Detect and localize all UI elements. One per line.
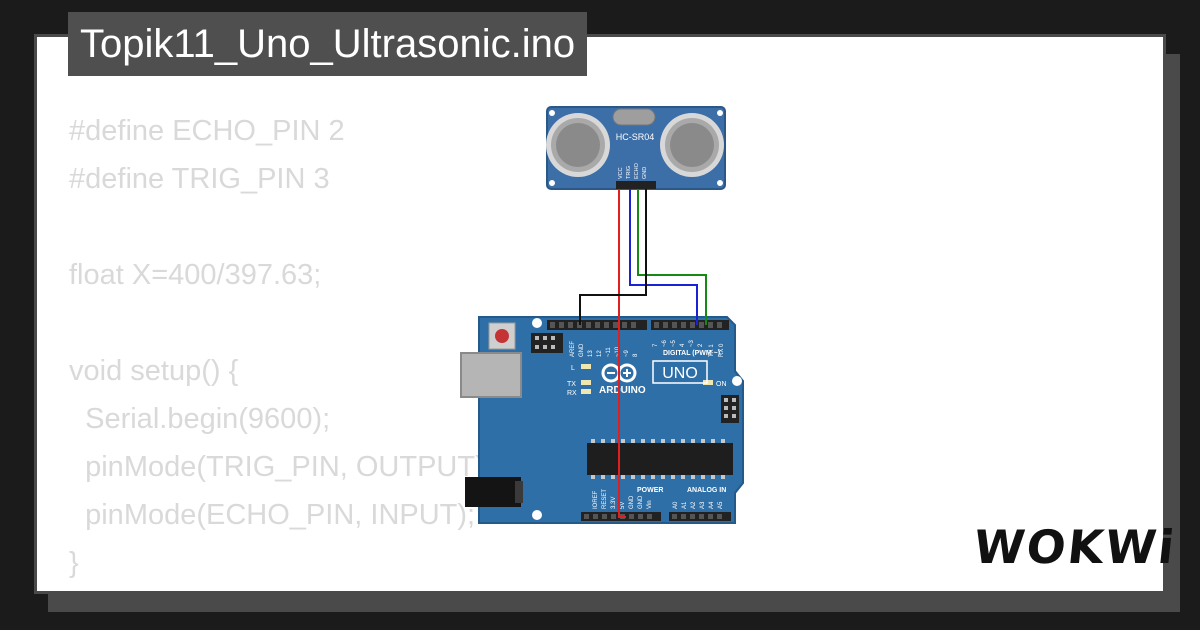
wire-vcc [618,189,626,518]
sensor-pin-label: GND [642,167,648,179]
transducer-right [660,113,724,177]
code-line: #define ECHO_PIN 2 [69,115,345,147]
pin-label: ~9 [624,349,630,357]
code-line: pinMode(ECHO_PIN, INPUT); [69,499,476,531]
transducer-left [546,113,610,177]
code-line: #define TRIG_PIN 3 [69,163,330,195]
ultrasonic-sensor[interactable]: HC-SR04 VCC TRIG ECHO GND [546,106,726,190]
microcontroller-chip [587,443,733,475]
pin-label: ~3 [689,339,695,347]
wires [579,189,707,518]
project-card[interactable]: #define ECHO_PIN 2 #define TRIG_PIN 3 floa… [34,34,1166,594]
led-tx-label: TX [567,381,576,388]
pin-label: GND [629,495,635,509]
board-brand: ARDUINO [599,385,646,396]
code-line: void setup() { [69,355,239,387]
pin-label: 5V [620,502,626,509]
power-jack [465,477,521,507]
analog-label: ANALOG IN [687,487,726,494]
pin-label: RESET [602,489,608,509]
pin-label: ~5 [671,339,677,347]
board-name: UNO [662,365,698,382]
pin-label: AREF [570,341,576,357]
pin-label: A3 [700,501,706,509]
sensor-model-label: HC-SR04 [616,132,655,142]
circuit-diagram: HC-SR04 VCC TRIG ECHO GND [460,106,744,524]
pin-label: IOREF [593,490,599,509]
pin-label: 12 [597,350,603,357]
pin-label: A5 [718,501,724,509]
digital-label: DIGITAL (PWM ~) [663,350,720,357]
pin-label: A4 [709,501,715,509]
pin-label: 3.3V [611,497,617,509]
pin-label: 7 [653,343,659,347]
wire-echo [637,189,707,325]
sensor-pin-label: VCC [618,167,624,179]
pin-label: GND [579,343,585,357]
code-line: } [69,547,79,579]
pin-label: Vin [647,500,653,509]
code-line: Serial.begin(9600); [69,403,331,435]
arduino-uno-board[interactable]: AREF GND 13 12 ~11 ~10 ~9 8 7 ~6 ~5 4 ~3… [460,316,744,524]
pin-label: TX 1 [709,344,715,357]
project-title[interactable]: Topik11_Uno_Ultrasonic.ino [68,12,588,76]
pin-label: ~11 [606,347,612,357]
pin-label: 4 [680,343,686,347]
led-on-label: ON [716,381,727,388]
pin-label: 8 [633,353,639,357]
wire-gnd [579,189,647,325]
reset-button-icon [495,329,509,343]
sensor-pin-label: TRIG [626,166,632,179]
pin-label: GND [638,495,644,509]
pin-label: 13 [588,350,594,357]
pin-label: RX 0 [719,343,725,357]
code-line: float X=400/397.63; [69,259,322,291]
wire-trig [629,189,698,325]
power-label: POWER [637,487,663,494]
usb-port [460,352,522,398]
pin-label: 2 [698,343,704,347]
pin-label: A1 [682,501,688,509]
led-rx-label: RX [567,390,577,397]
pin-label: A2 [691,501,697,509]
led-l-label: L [571,365,575,372]
pin-label: ~6 [662,339,668,347]
pin-label: A0 [673,501,679,509]
sensor-pin-label: ECHO [634,162,640,179]
wokwi-logo: WOKWi [971,520,1179,574]
code-preview: #define ECHO_PIN 2 #define TRIG_PIN 3 floa… [69,107,493,587]
